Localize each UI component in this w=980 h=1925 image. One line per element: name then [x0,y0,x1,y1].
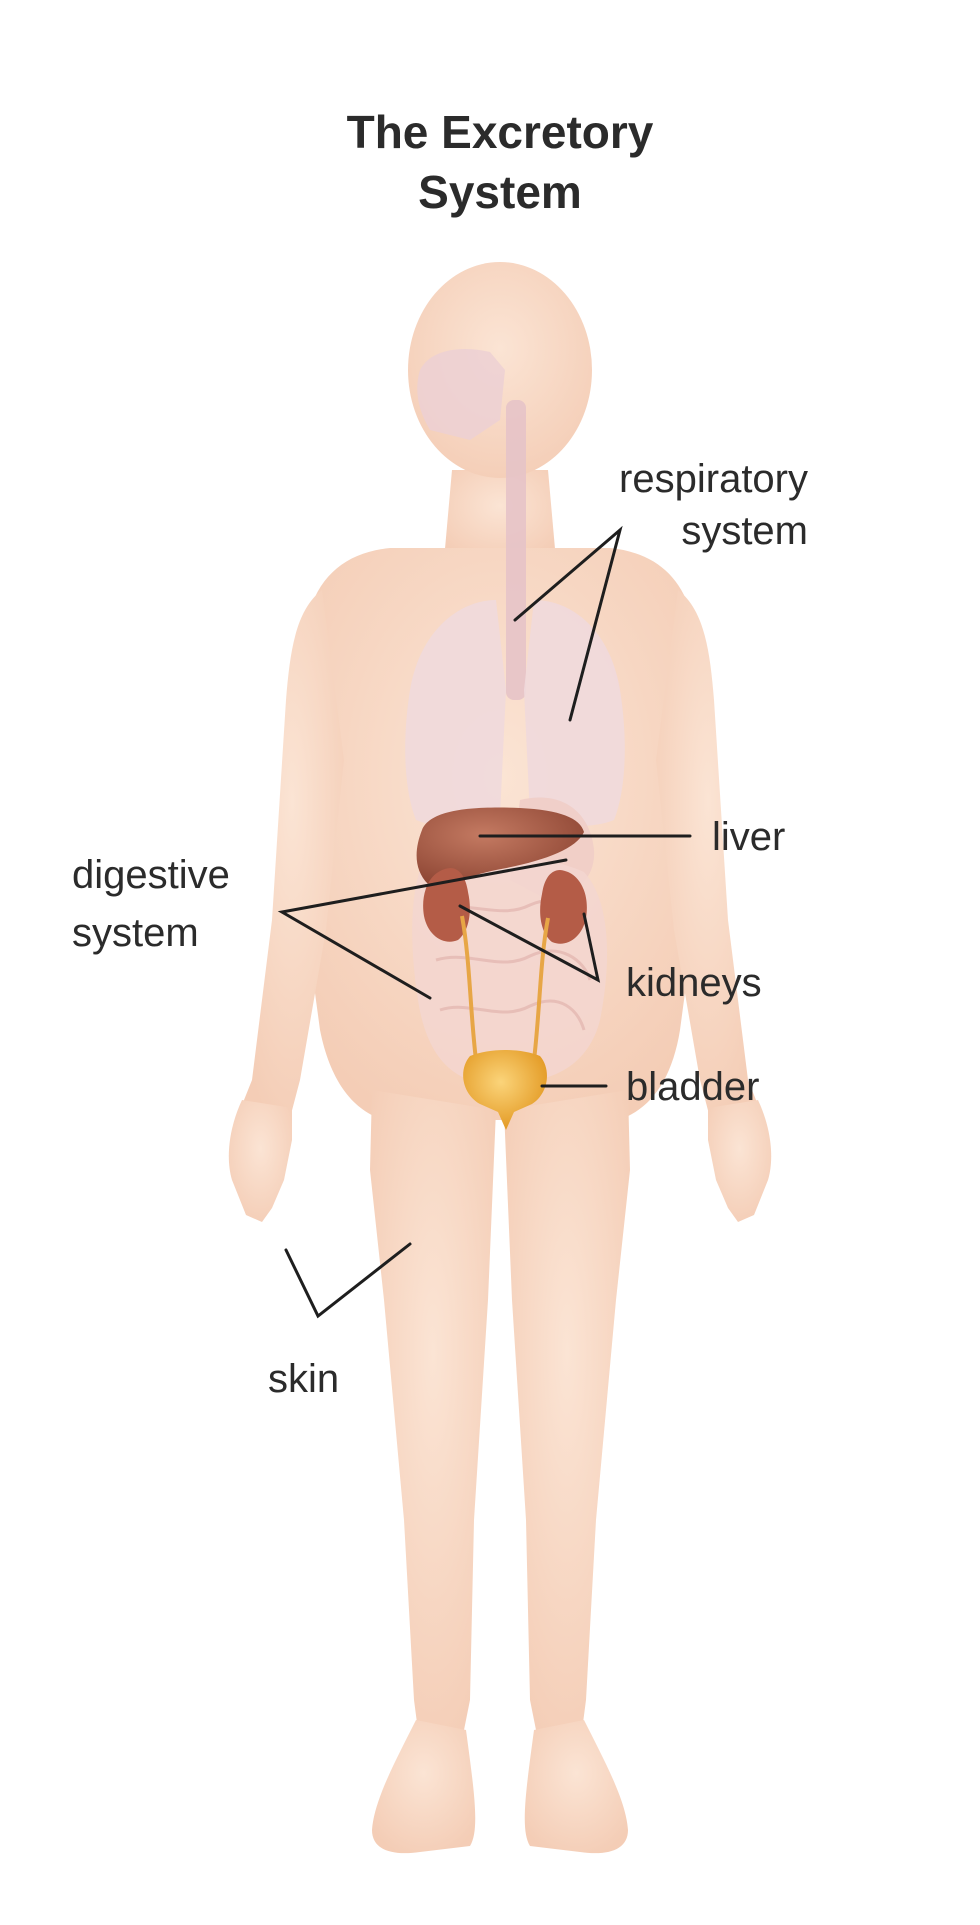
title-line-2: System [418,166,582,218]
right-kidney [540,870,587,944]
right-leg [504,1090,630,1746]
left-lung [405,600,506,826]
right-foot [524,1720,628,1854]
title-line-1: The Excretory [347,106,654,158]
right-hand [708,1100,772,1222]
label-liver: liver [712,815,785,859]
label-digestive-line-1: digestive [72,853,230,897]
left-leg [370,1090,496,1746]
label-skin: skin [268,1357,339,1401]
neck [444,470,556,560]
leader-skin [284,1242,412,1319]
ureter-left [460,915,478,1061]
left-kidney [423,868,470,942]
left-arm [240,590,344,1118]
label-respiratory-line-2: system [681,509,808,553]
left-foot [372,1720,476,1854]
ureter-right [532,917,550,1061]
label-digestive-line-2: system [72,911,199,955]
leader-respiratory [513,525,623,722]
label-kidneys: kidneys [626,961,762,1005]
nasal-cavity [417,349,505,440]
respiratory-system-organs [405,349,625,826]
bladder-organ [463,1050,547,1130]
left-hand [228,1100,292,1222]
leader-lines [277,525,692,1319]
leader-digestive [277,858,568,1000]
label-bladder: bladder [626,1065,759,1109]
leader-kidneys [458,904,601,983]
right-arm [656,590,760,1118]
liver-organ [416,807,584,886]
trachea [506,400,526,700]
label-respiratory-line-1: respiratory [619,457,808,501]
right-lung [524,600,625,826]
